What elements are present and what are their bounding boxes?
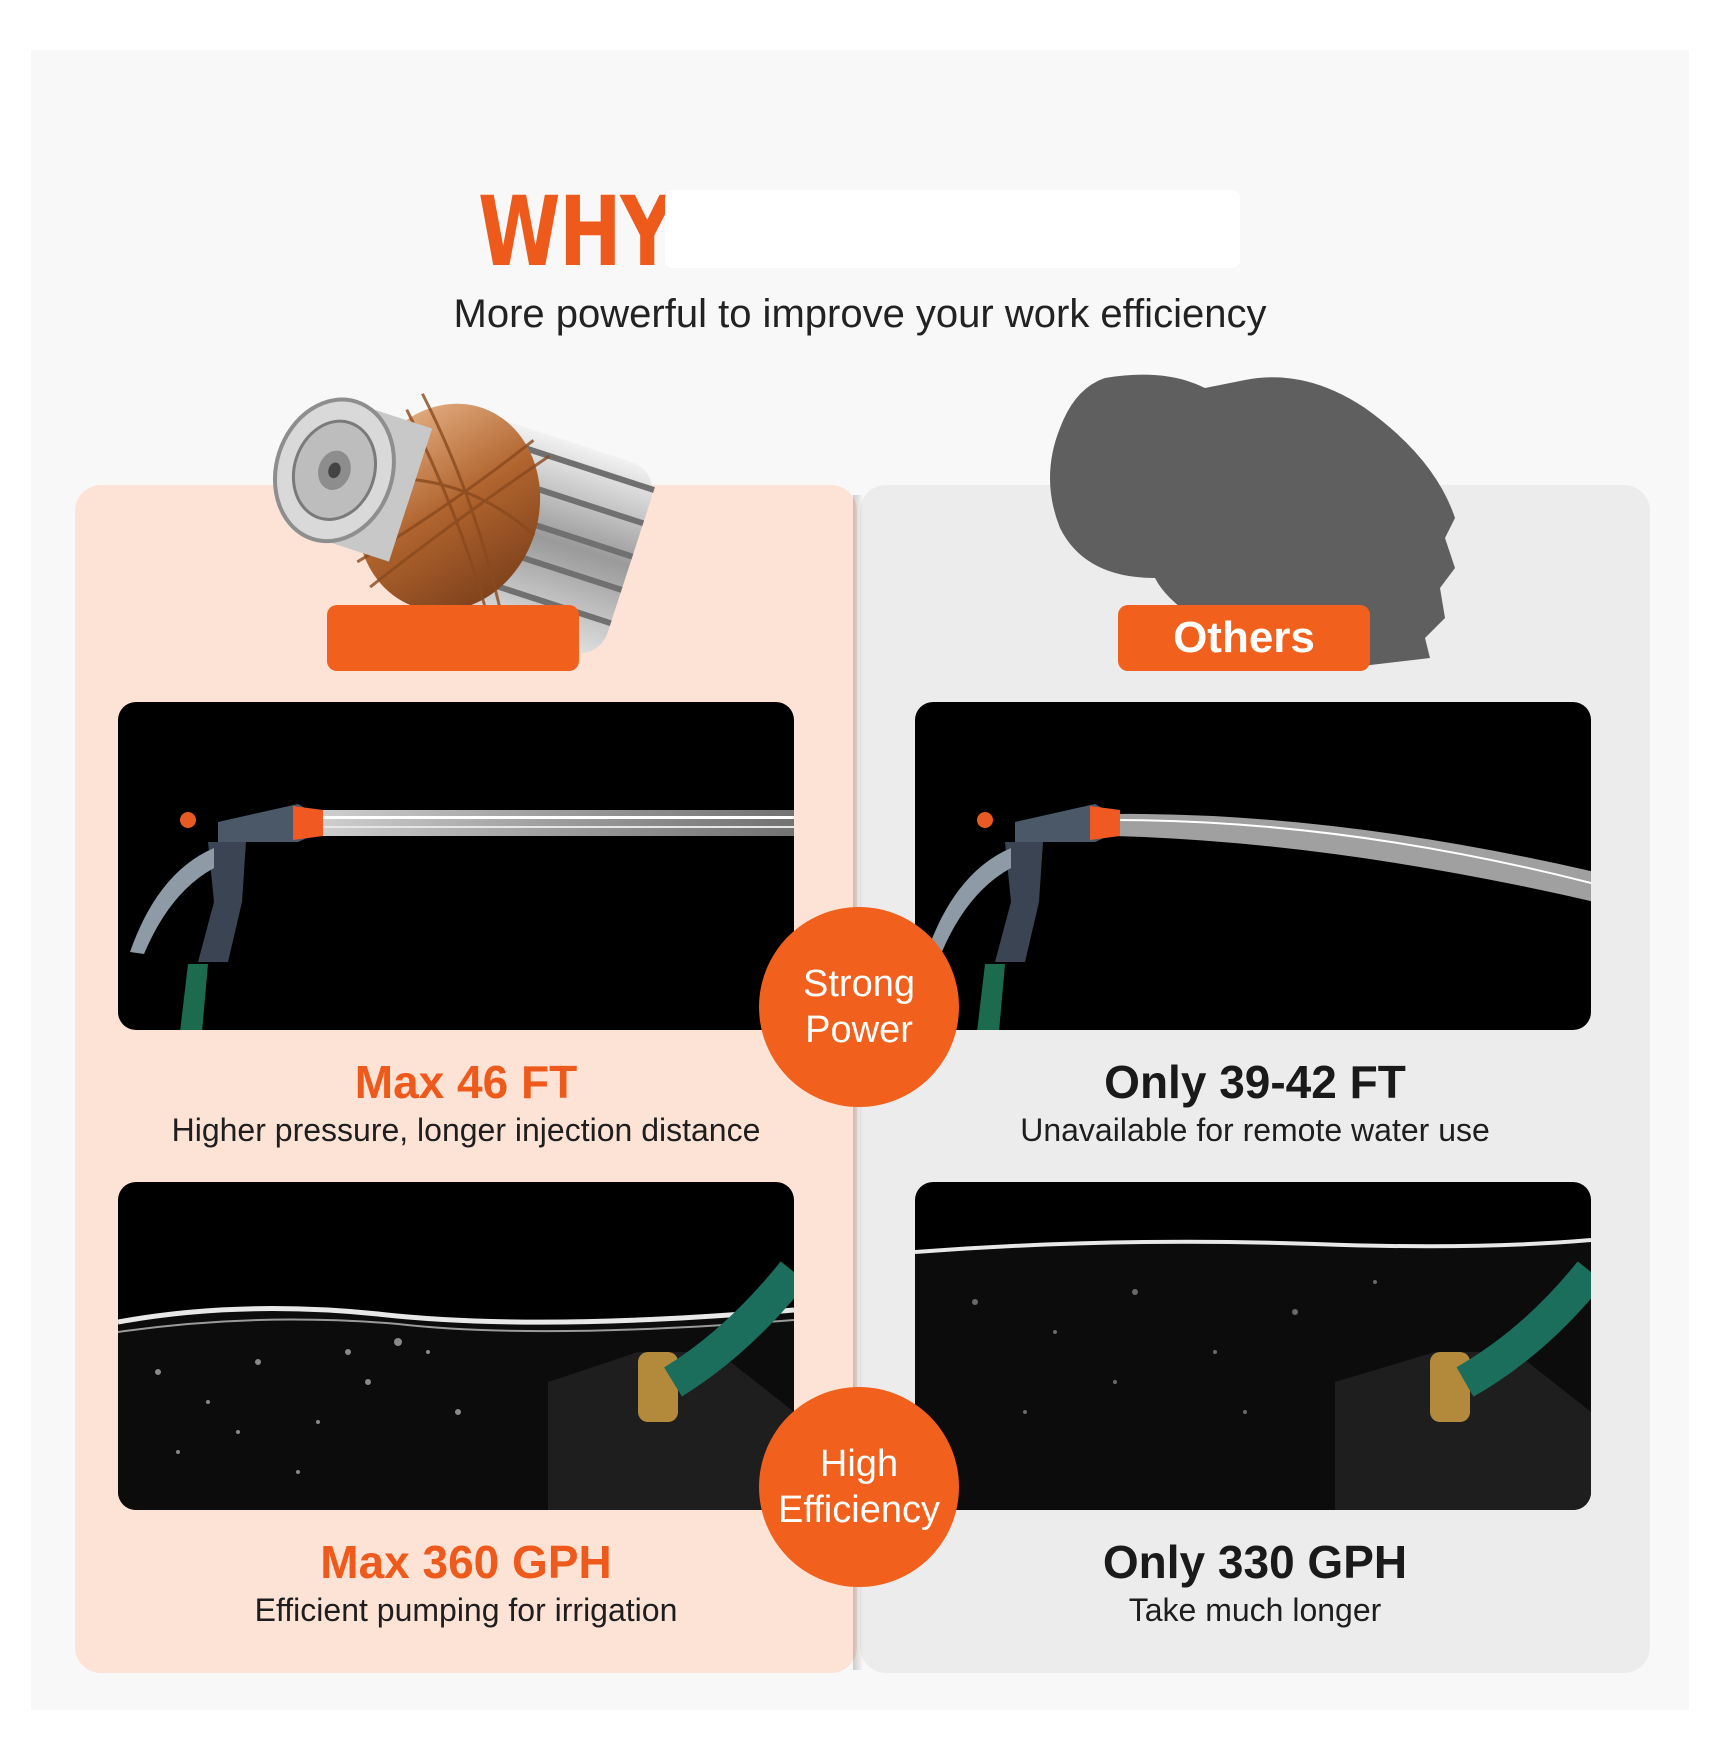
- others-distance-desc: Unavailable for remote water use: [1020, 1112, 1490, 1148]
- flow-rate-photo-others: [915, 1182, 1591, 1510]
- badge-line: Efficiency: [778, 1489, 940, 1531]
- badge-line: High: [819, 1443, 899, 1485]
- product-label-pill: [327, 605, 579, 671]
- flow-rate-photo-product: [118, 1182, 794, 1510]
- strong-power-badge: Strong Power: [759, 907, 959, 1107]
- headline-blank-area: [665, 190, 1240, 268]
- others-flow-value: Only 330 GPH: [1102, 1536, 1408, 1588]
- headline-why: WHY: [478, 176, 674, 288]
- product-flow-value: Max 360 GPH: [320, 1536, 612, 1588]
- others-distance-value: Only 39-42 FT: [1104, 1056, 1406, 1108]
- product-distance-desc: Higher pressure, longer injection distan…: [171, 1112, 761, 1148]
- high-efficiency-badge: High Efficiency: [759, 1387, 959, 1587]
- badge-line: Strong: [803, 963, 915, 1005]
- product-flow-desc: Efficient pumping for irrigation: [254, 1592, 678, 1628]
- badge-line: Power: [805, 1009, 913, 1051]
- others-motor-silhouette: [1050, 374, 1455, 668]
- spray-distance-photo-others: [915, 702, 1591, 1030]
- others-label-pill: Others: [1118, 605, 1370, 671]
- others-flow-desc: Take much longer: [1128, 1592, 1382, 1628]
- motor-image: [272, 393, 655, 654]
- spray-distance-photo-product: [118, 702, 794, 1030]
- headline-subtitle: More powerful to improve your work effic…: [453, 292, 1267, 336]
- product-distance-value: Max 46 FT: [354, 1056, 578, 1108]
